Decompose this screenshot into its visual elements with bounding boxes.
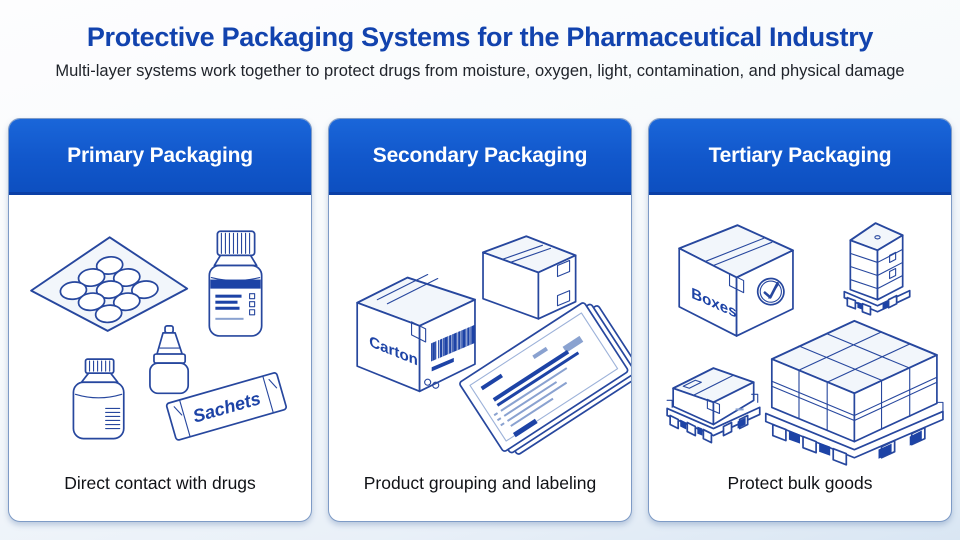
primary-packaging-illustration: Sachets	[9, 195, 311, 467]
card-caption-primary: Direct contact with drugs	[64, 472, 256, 493]
card-caption-secondary: Product grouping and labeling	[363, 472, 597, 493]
blister-pack-icon	[30, 236, 189, 332]
shipping-box-icon	[482, 235, 577, 320]
cards-row: Primary Packaging	[8, 118, 952, 522]
palletized-boxes-icon	[764, 319, 944, 466]
card-header-secondary: Secondary Packaging	[329, 119, 631, 195]
stacked-pallet-icon	[843, 222, 911, 316]
barcode-icon	[431, 324, 475, 372]
carton-box-icon: Carton	[356, 273, 476, 393]
low-pallet-icon	[666, 367, 761, 444]
dropper-bottle-icon	[149, 325, 190, 395]
check-badge-icon	[756, 277, 785, 306]
card-caption-tertiary: Protect bulk goods	[727, 472, 873, 493]
card-secondary-packaging: Secondary Packaging	[328, 118, 632, 522]
secondary-packaging-illustration: Carton	[329, 195, 631, 467]
leaflet-stack-icon	[459, 302, 631, 455]
page-title: Protective Packaging Systems for the Pha…	[86, 22, 874, 52]
pill-bottle-icon	[208, 230, 263, 337]
page-subtitle: Multi-layer systems work together to pro…	[55, 62, 905, 80]
card-tertiary-packaging: Tertiary Packaging Boxes	[648, 118, 952, 522]
bulk-box-icon: Boxes	[678, 224, 794, 337]
card-header-primary: Primary Packaging	[9, 119, 311, 195]
liquid-bottle-icon	[72, 358, 125, 440]
card-primary-packaging: Primary Packaging	[8, 118, 312, 522]
tertiary-packaging-illustration: Boxes	[649, 195, 951, 467]
card-header-tertiary: Tertiary Packaging	[649, 119, 951, 195]
